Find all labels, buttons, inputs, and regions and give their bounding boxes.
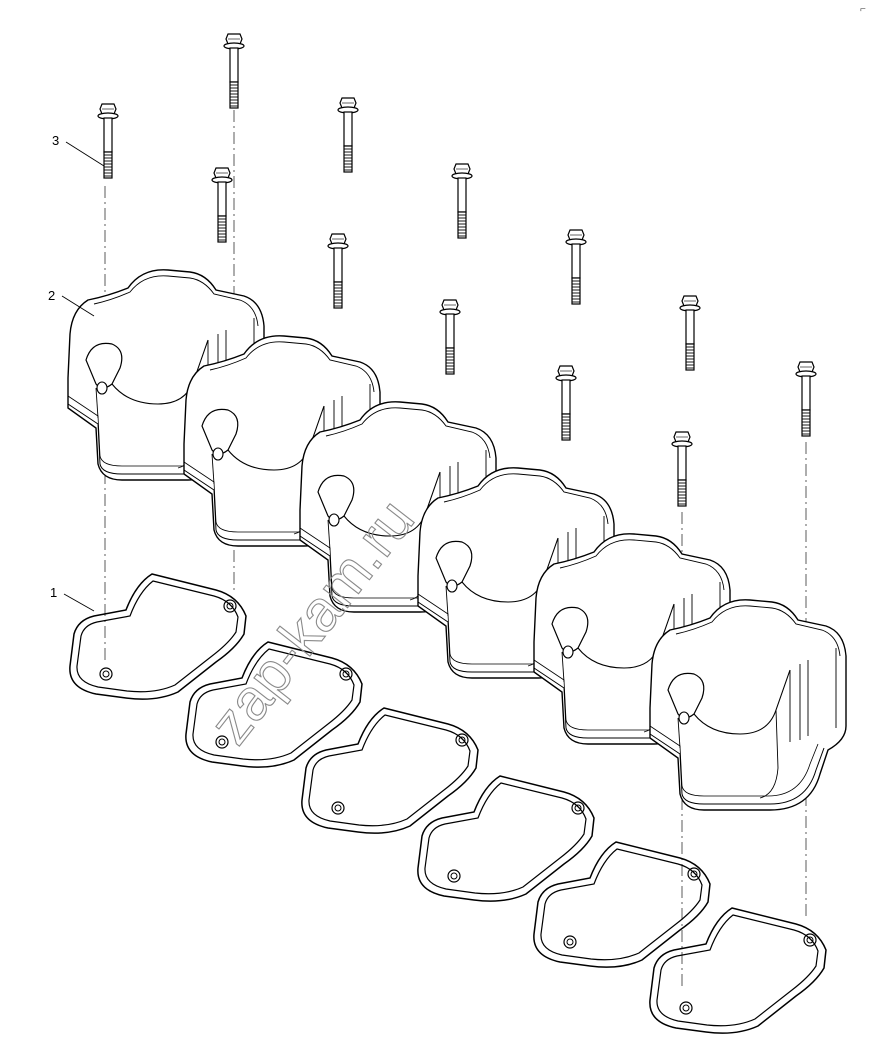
bolt <box>211 167 233 243</box>
bolt <box>679 295 701 371</box>
valve-cover-group <box>67 269 847 811</box>
callout-1: 1 <box>50 585 95 612</box>
callout-3: 3 <box>52 133 105 167</box>
bolt <box>795 361 817 437</box>
callout-label: 1 <box>50 585 57 600</box>
bolt <box>439 299 461 375</box>
valve-cover <box>649 599 847 811</box>
bolt <box>565 229 587 305</box>
callout-2: 2 <box>48 288 95 317</box>
bolt <box>337 97 359 173</box>
corner-mark: ⌐ <box>860 4 866 15</box>
bolt <box>223 33 245 109</box>
bolt <box>327 233 349 309</box>
gasket <box>69 573 247 700</box>
callout-label: 2 <box>48 288 55 303</box>
bolt <box>451 163 473 239</box>
bolt <box>555 365 577 441</box>
gasket <box>649 907 827 1034</box>
callout-label: 3 <box>52 133 59 148</box>
bolt <box>97 103 119 179</box>
gasket <box>301 707 479 834</box>
bolt <box>671 431 693 507</box>
